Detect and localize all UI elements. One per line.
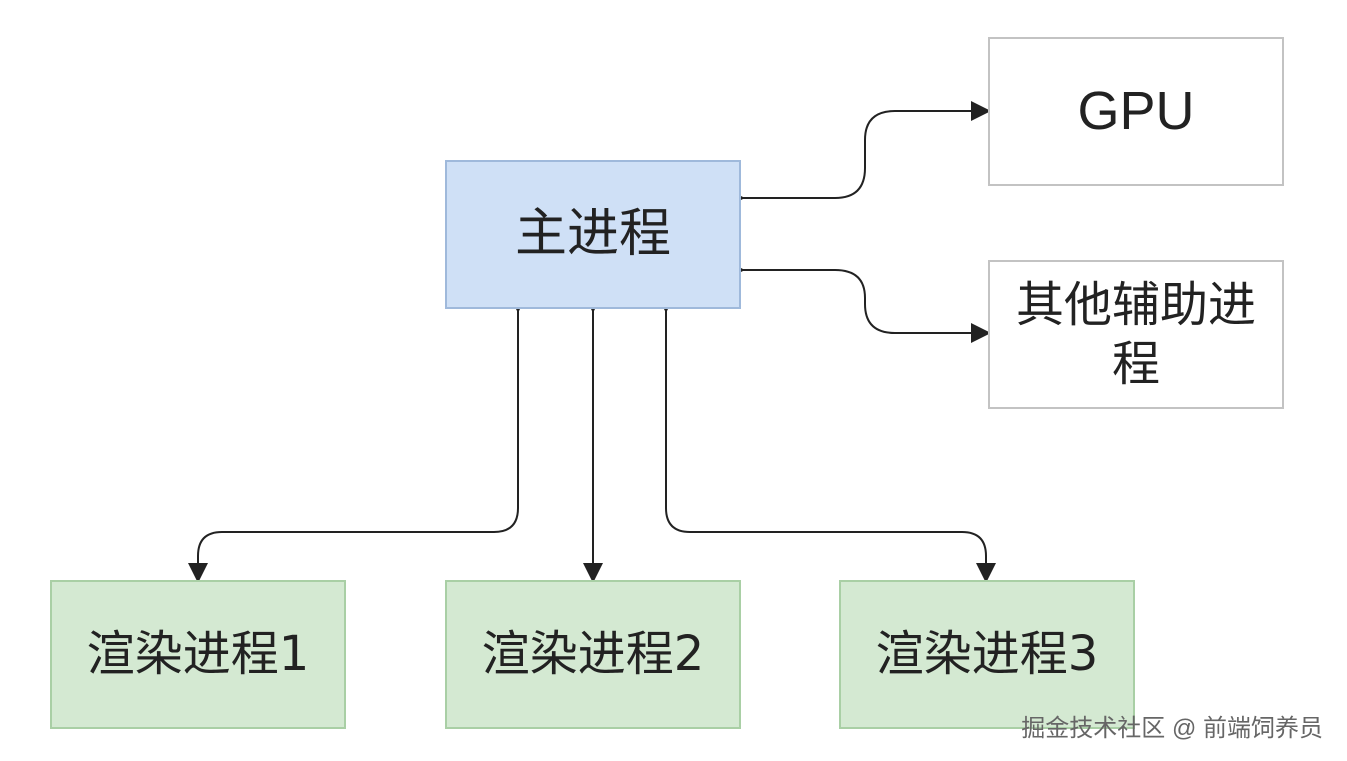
edge-main-gpu — [725, 101, 991, 208]
gpu-process-label: GPU — [1077, 80, 1195, 141]
renderer-process-3-node: 渲染进程3 — [839, 580, 1135, 729]
watermark: 掘金技术社区 @ 前端饲养员 — [1021, 715, 1323, 742]
edge-main-helper — [725, 260, 991, 343]
renderer-process-1-label: 渲染进程1 — [86, 626, 310, 683]
gpu-process-node: GPU — [988, 37, 1284, 186]
main-process-label: 主进程 — [514, 203, 671, 264]
helper-process-node: 其他辅助进程 — [988, 260, 1284, 409]
helper-process-label: 其他辅助进程 — [1015, 276, 1256, 392]
main-process-node: 主进程 — [445, 160, 741, 309]
edge-main-renderer-3 — [656, 293, 996, 583]
renderer-process-1-node: 渲染进程1 — [50, 580, 346, 729]
renderer-process-2-node: 渲染进程2 — [445, 580, 741, 729]
renderer-process-2-label: 渲染进程2 — [481, 626, 705, 683]
edge-main-renderer-1 — [188, 293, 528, 583]
renderer-process-3-label: 渲染进程3 — [875, 626, 1099, 683]
